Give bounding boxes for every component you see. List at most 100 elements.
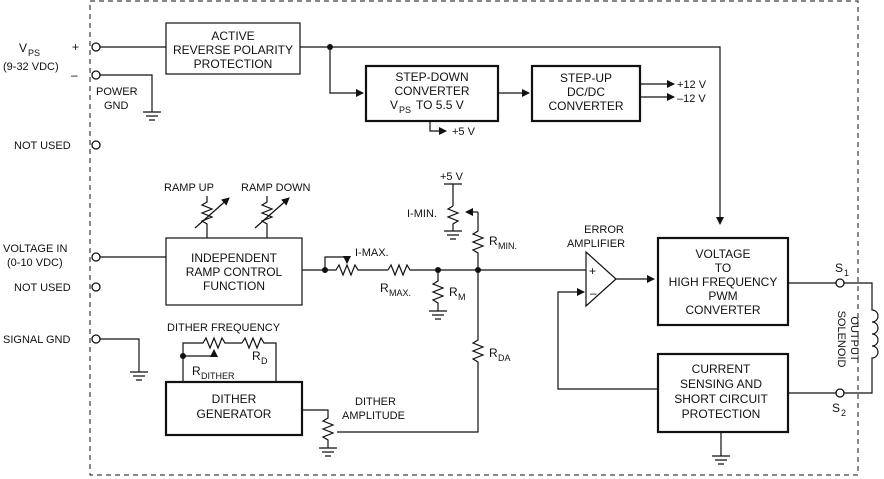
voltage-in-terminal xyxy=(91,252,101,262)
pwm-line-3: HIGH FREQUENCY xyxy=(669,275,778,289)
vps-terminal: V PS (9-32 VDC) + – xyxy=(3,40,101,82)
step-down-sub: PS xyxy=(399,105,411,115)
ground-icon xyxy=(712,455,730,465)
ramp-up-pot-icon xyxy=(194,196,230,238)
r-min-label: R xyxy=(489,234,498,248)
r-dither-sub: DITHER xyxy=(201,371,235,381)
solenoid-coil-icon xyxy=(844,282,879,394)
s1-terminal xyxy=(835,278,845,288)
signal-gnd-label: SIGNAL GND xyxy=(3,334,70,346)
step-up-line-2: DC/DC xyxy=(567,85,605,99)
error-amplifier-icon xyxy=(585,250,617,308)
vps-minus-terminal xyxy=(91,70,101,80)
power-gnd-label-1: POWER xyxy=(96,86,138,98)
i-min-pot-icon xyxy=(444,205,478,240)
power-gnd-wire xyxy=(100,74,153,112)
voltage-in-label: VOLTAGE IN xyxy=(3,243,67,255)
ramp-up-label: RAMP UP xyxy=(164,182,214,194)
ramp-control-block xyxy=(165,237,303,306)
r-max-sub: MAX. xyxy=(389,288,411,298)
dither-amplitude-pot-icon xyxy=(302,409,337,457)
feedback-wire xyxy=(557,288,658,390)
reverse-polarity-line-1: ACTIVE xyxy=(211,29,254,43)
pwm-line-1: VOLTAGE xyxy=(696,247,751,261)
solenoid-label-1: SOLENOID xyxy=(835,311,847,368)
stepdown-feed-wire xyxy=(329,47,364,97)
not-used-terminal-1 xyxy=(91,140,101,150)
step-up-block xyxy=(530,64,642,123)
ground-icon xyxy=(130,371,148,381)
plus12-label: +12 V xyxy=(677,79,707,91)
dither-freq-label: DITHER FREQUENCY xyxy=(167,322,281,334)
r-max-resistor-icon xyxy=(387,263,478,277)
ramp-control-line-2: RAMP CONTROL xyxy=(186,265,283,279)
vps-minus: – xyxy=(71,68,78,82)
not-used-terminal-2 xyxy=(91,282,101,292)
step-down-line-4: TO 5.5 V xyxy=(416,98,464,112)
dither-gen-line-2: GENERATOR xyxy=(197,407,272,421)
i-max-pot-icon xyxy=(324,256,388,277)
s2-label: S xyxy=(832,401,840,415)
pwm-line-2: TO xyxy=(715,261,731,275)
current-line-1: CURRENT xyxy=(692,362,751,376)
s2-terminal xyxy=(835,388,845,398)
r-dither-label: R xyxy=(192,364,201,378)
r-da-sub: DA xyxy=(498,353,511,363)
power-gnd-label-2: GND xyxy=(104,100,129,112)
r-da-label: R xyxy=(489,346,498,360)
reverse-polarity-block xyxy=(165,22,301,75)
plus5-in-label: +5 V xyxy=(440,171,464,183)
opamp-minus-label: – xyxy=(590,286,597,300)
r-max-label: R xyxy=(380,281,389,295)
vps-label: V xyxy=(19,41,27,55)
minus12-label: –12 V xyxy=(677,93,706,105)
vps-plus: + xyxy=(72,40,79,54)
reverse-polarity-line-3: PROTECTION xyxy=(194,57,273,71)
plus5-rail-wire xyxy=(444,183,462,206)
step-down-line-1: STEP-DOWN xyxy=(395,70,468,84)
not-used-label-2: NOT USED xyxy=(14,282,71,294)
r-d-sub: D xyxy=(261,356,268,366)
dither-amp-label-1: DITHER xyxy=(355,396,396,408)
solenoid-output-label: SOLENOID OUTPUT xyxy=(835,311,860,368)
s1-sub: 1 xyxy=(844,268,849,278)
pwm-line-5: CONVERTER xyxy=(685,303,760,317)
vps-range: (9-32 VDC) xyxy=(3,61,59,73)
pwm-converter-block xyxy=(656,236,790,327)
ground-icon xyxy=(143,111,161,121)
current-line-3: SHORT CIRCUIT xyxy=(674,392,768,406)
r-m-sub: M xyxy=(458,292,466,302)
current-line-4: PROTECTION xyxy=(682,407,761,421)
ramp-control-line-1: INDEPENDENT xyxy=(191,251,278,265)
ramp-down-pot-icon xyxy=(254,196,290,238)
r-min-sub: MIN. xyxy=(498,241,517,251)
s2-sub: 2 xyxy=(841,408,846,418)
error-amp-label-2: AMPLIFIER xyxy=(567,238,625,250)
plus5-out-label: +5 V xyxy=(452,126,476,138)
r-d-resistor-icon xyxy=(241,336,277,382)
ramp-control-line-3: FUNCTION xyxy=(203,279,265,293)
i-min-label: I-MIN. xyxy=(407,208,437,220)
pwm-line-4: PWM xyxy=(708,289,737,303)
r-m-resistor-icon xyxy=(429,270,447,320)
step-up-line-3: CONVERTER xyxy=(548,99,623,113)
s1-label: S xyxy=(835,261,843,275)
step-down-line-3: V xyxy=(390,98,398,112)
current-line-2: SENSING AND xyxy=(680,377,762,391)
r-m-label: R xyxy=(449,285,458,299)
error-amp-label-1: ERROR xyxy=(584,224,624,236)
dither-gen-line-1: DITHER xyxy=(212,392,257,406)
plus5-out-wire xyxy=(429,121,447,135)
signal-gnd-terminal xyxy=(91,334,101,344)
opamp-plus-label: + xyxy=(589,264,596,278)
i-max-label: I-MAX. xyxy=(355,247,389,259)
r-da-resistor-icon xyxy=(337,270,485,433)
vps-plus-terminal xyxy=(91,42,101,52)
solenoid-label-2: OUTPUT xyxy=(848,316,860,362)
not-used-label-1: NOT USED xyxy=(14,140,71,152)
ramp-down-label: RAMP DOWN xyxy=(241,182,311,194)
r-dither-pot-icon xyxy=(180,336,242,382)
step-down-block xyxy=(364,64,500,123)
signal-gnd-wire xyxy=(100,338,140,372)
r-min-resistor-icon xyxy=(471,212,485,270)
